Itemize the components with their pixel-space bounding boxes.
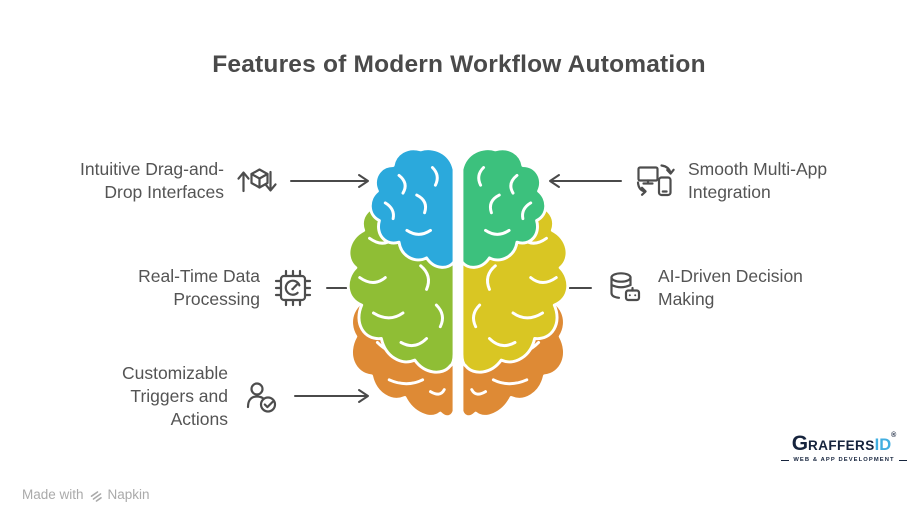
tagline-dash-left	[781, 459, 790, 461]
logo-letter-g: G	[791, 432, 809, 455]
napkin-logo-icon	[90, 490, 102, 502]
brain-gyri-lines	[477, 166, 533, 236]
brain-region-left-frontal	[368, 147, 456, 269]
feature-label: AI-Driven Decision Making	[658, 266, 803, 309]
arrow-right-icon	[290, 174, 369, 188]
brain-gyri-lines	[358, 236, 444, 348]
feature-label: Smooth Multi-App Integration	[688, 159, 828, 202]
feature-label: Intuitive Drag-and- Drop Interfaces	[80, 159, 224, 202]
made-with-text: Made with	[22, 487, 84, 502]
brain-right-hemisphere	[460, 147, 570, 419]
logo-brand-text: RAFFERS	[808, 438, 875, 453]
processor-chip-icon	[271, 268, 315, 308]
brain-region-right-frontal	[460, 147, 548, 269]
page-title: Features of Modern Workflow Automation	[212, 51, 706, 78]
user-check-icon	[239, 376, 283, 416]
feature-row-drag-drop: Intuitive Drag-and- Drop Interfaces	[58, 141, 370, 221]
arrow-right-icon	[294, 389, 369, 403]
tagline-dash-right	[898, 459, 907, 461]
feature-row-realtime-data: Real-Time Data Processing	[58, 248, 370, 328]
logo-id-text: ID	[874, 436, 892, 454]
made-with-napkin: Made with Napkin	[22, 487, 150, 502]
brain-illustration	[346, 147, 570, 419]
brain-gyri-lines	[472, 236, 558, 348]
database-ai-icon	[603, 267, 647, 309]
arrow-left-icon	[549, 174, 622, 188]
feature-label: Customizable Triggers and Actions	[121, 362, 228, 429]
feature-row-multi-app: Smooth Multi-App Integration	[548, 141, 878, 221]
feature-label: Real-Time Data Processing	[138, 266, 260, 309]
drag-drop-cube-icon	[235, 160, 279, 202]
graffersid-logo: GRAFFERSID® WEB & APP DEVELOPMENT	[781, 432, 907, 463]
feature-row-ai-decision: AI-Driven Decision Making	[548, 248, 878, 328]
logo-tagline: WEB & APP DEVELOPMENT	[793, 457, 895, 463]
brain-left-hemisphere	[346, 147, 456, 419]
brain-gyri-lines	[383, 166, 439, 236]
napkin-brand-text: Napkin	[107, 487, 150, 502]
feature-row-custom-triggers: Customizable Triggers and Actions	[58, 356, 370, 436]
registered-mark: ®	[891, 432, 897, 439]
multi-device-sync-icon	[633, 160, 677, 202]
